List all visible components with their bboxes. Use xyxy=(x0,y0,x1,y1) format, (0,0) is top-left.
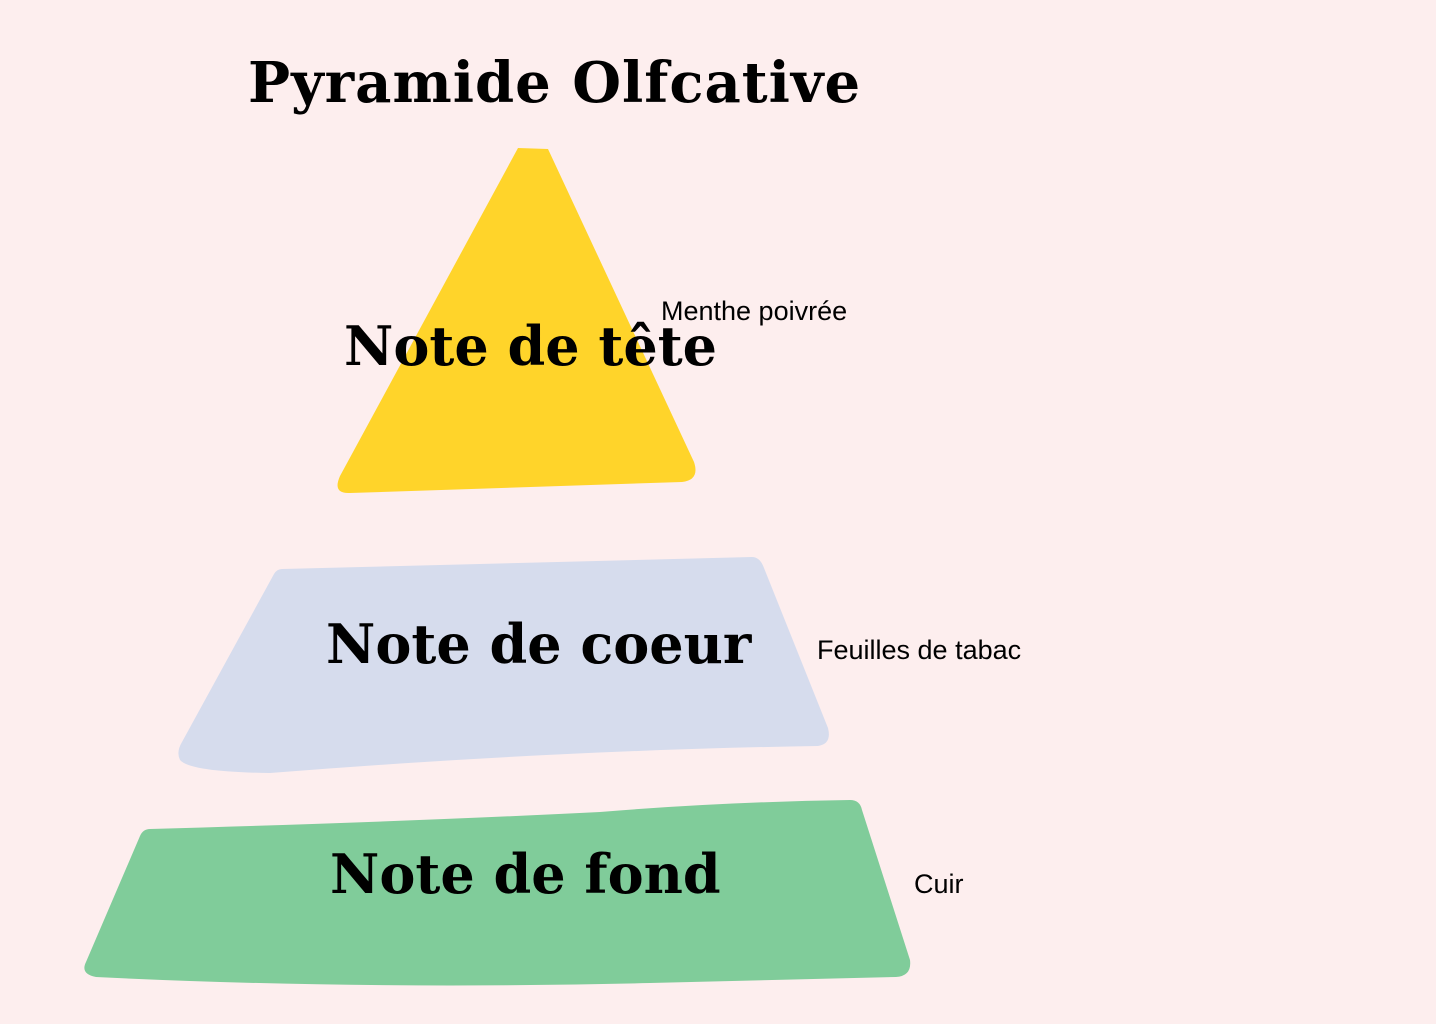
tier-middle-label: Note de coeur xyxy=(326,612,752,676)
tier-middle-note: Feuilles de tabac xyxy=(817,635,1022,665)
tier-top-note: Menthe poivrée xyxy=(661,296,848,326)
tier-bottom-note: Cuir xyxy=(914,869,964,899)
tier-top-shape xyxy=(337,148,696,494)
tier-bottom-shape xyxy=(84,800,911,986)
tier-bottom-label: Note de fond xyxy=(330,842,721,906)
tier-middle-shape xyxy=(178,557,829,773)
tier-top-label: Note de tête xyxy=(344,314,717,378)
page-title: Pyramide Olfcative xyxy=(248,50,862,116)
